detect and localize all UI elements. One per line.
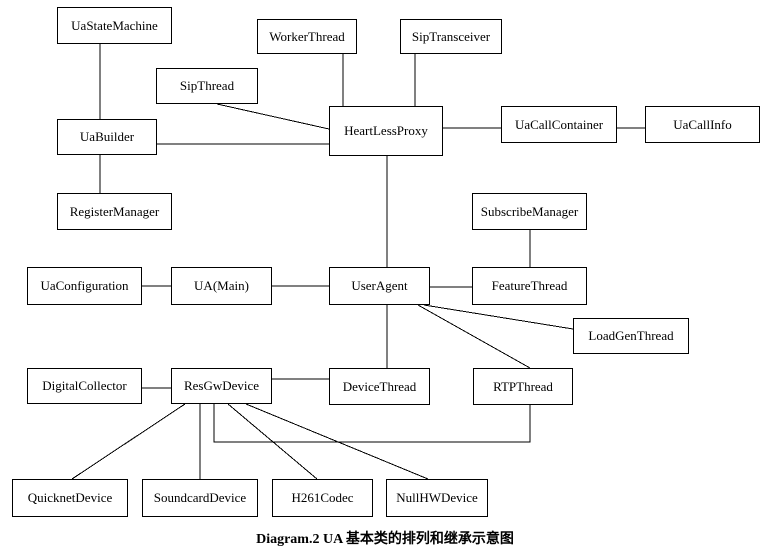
edge-res-gw-device--h261-codec: [227, 403, 318, 480]
edge-user-agent--rtp-thread: [417, 304, 531, 369]
node-label: ResGwDevice: [183, 378, 260, 393]
node-label: SipThread: [179, 78, 235, 93]
node-ua-state-machine: UaStateMachine: [57, 7, 172, 44]
node-label: FeatureThread: [491, 278, 568, 293]
node-sip-transceiver: SipTransceiver: [400, 19, 502, 54]
node-label: SipTransceiver: [411, 28, 491, 44]
node-device-thread: DeviceThread: [329, 368, 430, 405]
node-heart-less-proxy: HeartLessProxy: [329, 106, 443, 156]
node-label: NullHWDevice: [396, 490, 478, 505]
node-label: RegisterManager: [69, 203, 160, 219]
node-label: DeviceThread: [342, 378, 417, 394]
node-h261-codec: H261Codec: [272, 479, 373, 517]
node-label: LoadGenThread: [588, 328, 674, 343]
diagram-caption: Diagram.2 UA 基本类的排列和继承示意图: [256, 532, 514, 547]
node-ua-configuration: UaConfiguration: [27, 267, 142, 305]
node-label: UaStateMachine: [71, 17, 158, 33]
node-worker-thread: WorkerThread: [257, 19, 357, 54]
node-label: UaCallInfo: [673, 116, 732, 132]
node-soundcard-device: SoundcardDevice: [142, 479, 258, 517]
node-ua-builder: UaBuilder: [57, 119, 157, 155]
node-label: QuicknetDevice: [27, 490, 113, 505]
node-quicknet-device: QuicknetDevice: [12, 479, 128, 517]
node-rtp-thread: RTPThread: [473, 368, 573, 405]
node-label: SubscribeManager: [480, 203, 579, 219]
node-label: UaConfiguration: [40, 278, 129, 293]
node-null-hw-device: NullHWDevice: [386, 479, 488, 517]
edge-res-gw-device--quicknet-device: [71, 403, 186, 480]
edge-sip-thread--heart-less-proxy: [216, 103, 330, 130]
node-label: H261Codec: [291, 490, 354, 505]
node-ua-main: UA(Main): [171, 267, 272, 305]
node-feature-thread: FeatureThread: [472, 267, 587, 305]
node-digital-collector: DigitalCollector: [27, 368, 142, 404]
node-label: UserAgent: [351, 278, 408, 293]
node-label: WorkerThread: [269, 28, 345, 44]
node-ua-call-info: UaCallInfo: [645, 106, 760, 143]
edge-res-gw-device--null-hw-device: [245, 403, 429, 480]
node-ua-call-container: UaCallContainer: [501, 106, 617, 143]
node-user-agent: UserAgent: [329, 267, 430, 305]
node-label: DigitalCollector: [42, 378, 127, 393]
node-label: UaCallContainer: [514, 116, 604, 132]
node-subscribe-manager: SubscribeManager: [472, 193, 587, 230]
edge-user-agent--load-gen-thread: [423, 304, 574, 330]
node-label: UA(Main): [194, 278, 249, 293]
node-sip-thread: SipThread: [156, 68, 258, 104]
node-label: SoundcardDevice: [153, 490, 247, 505]
edge-res-gw-device--rtp-thread: [213, 404, 531, 443]
node-label: UaBuilder: [79, 129, 135, 144]
node-label: HeartLessProxy: [344, 123, 428, 138]
node-load-gen-thread: LoadGenThread: [573, 318, 689, 354]
node-label: RTPThread: [493, 378, 553, 394]
node-res-gw-device: ResGwDevice: [171, 368, 272, 404]
node-register-manager: RegisterManager: [57, 193, 172, 230]
